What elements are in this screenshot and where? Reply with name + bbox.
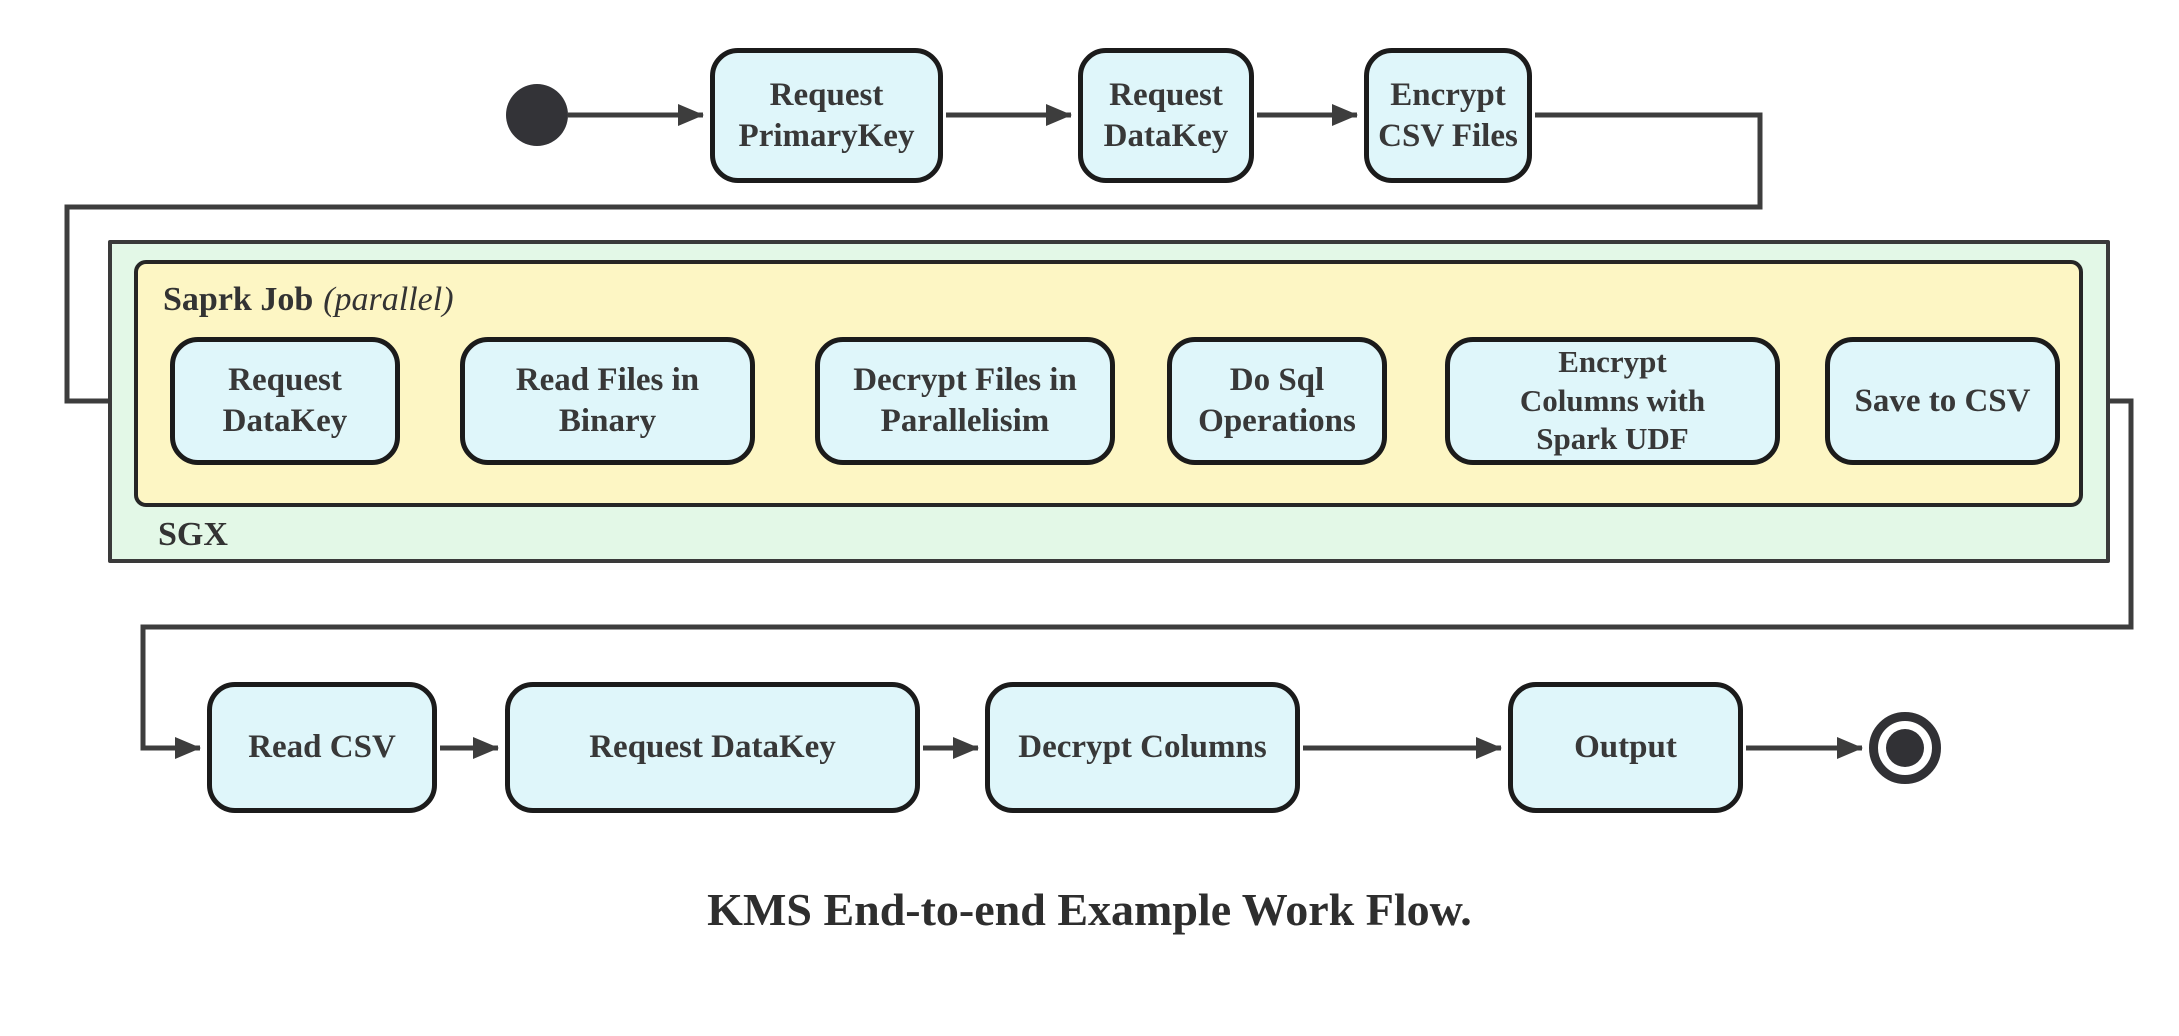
node-read-csv: Read CSV (207, 682, 437, 813)
final-state-dot (1886, 729, 1924, 767)
spark-job-modifier: (parallel) (323, 281, 454, 318)
node-request-primarykey: Request PrimaryKey (710, 48, 943, 183)
node-save-to-csv: Save to CSV (1825, 337, 2060, 465)
node-read-files-in-binary: Read Files in Binary (460, 337, 755, 465)
node-request-datakey-top: Request DataKey (1078, 48, 1254, 183)
edge-save-csv-to-read-csv (140, 398, 2134, 759)
spark-job-title: Saprk Job (163, 281, 314, 318)
node-sgx-request-datakey: Request DataKey (170, 337, 400, 465)
sgx-label: SGX (158, 516, 228, 553)
node-encrypt-csv-files: Encrypt CSV Files (1364, 48, 1532, 183)
edge-encrypt-csv-to-sgx-request-datakey (64, 112, 1763, 412)
initial-state-icon (506, 84, 568, 146)
final-state-icon (1869, 712, 1941, 784)
node-request-datakey-bottom: Request DataKey (505, 682, 920, 813)
node-decrypt-columns: Decrypt Columns (985, 682, 1300, 813)
node-do-sql-operations: Do Sql Operations (1167, 337, 1387, 465)
node-encrypt-columns-spark-udf: Encrypt Columns with Spark UDF (1445, 337, 1780, 465)
node-output: Output (1508, 682, 1743, 813)
spark-job-label: Saprk Job(parallel) (163, 281, 454, 319)
node-decrypt-files-in-parallelisim: Decrypt Files in Parallelisim (815, 337, 1115, 465)
diagram-caption: KMS End-to-end Example Work Flow. (707, 884, 1472, 935)
